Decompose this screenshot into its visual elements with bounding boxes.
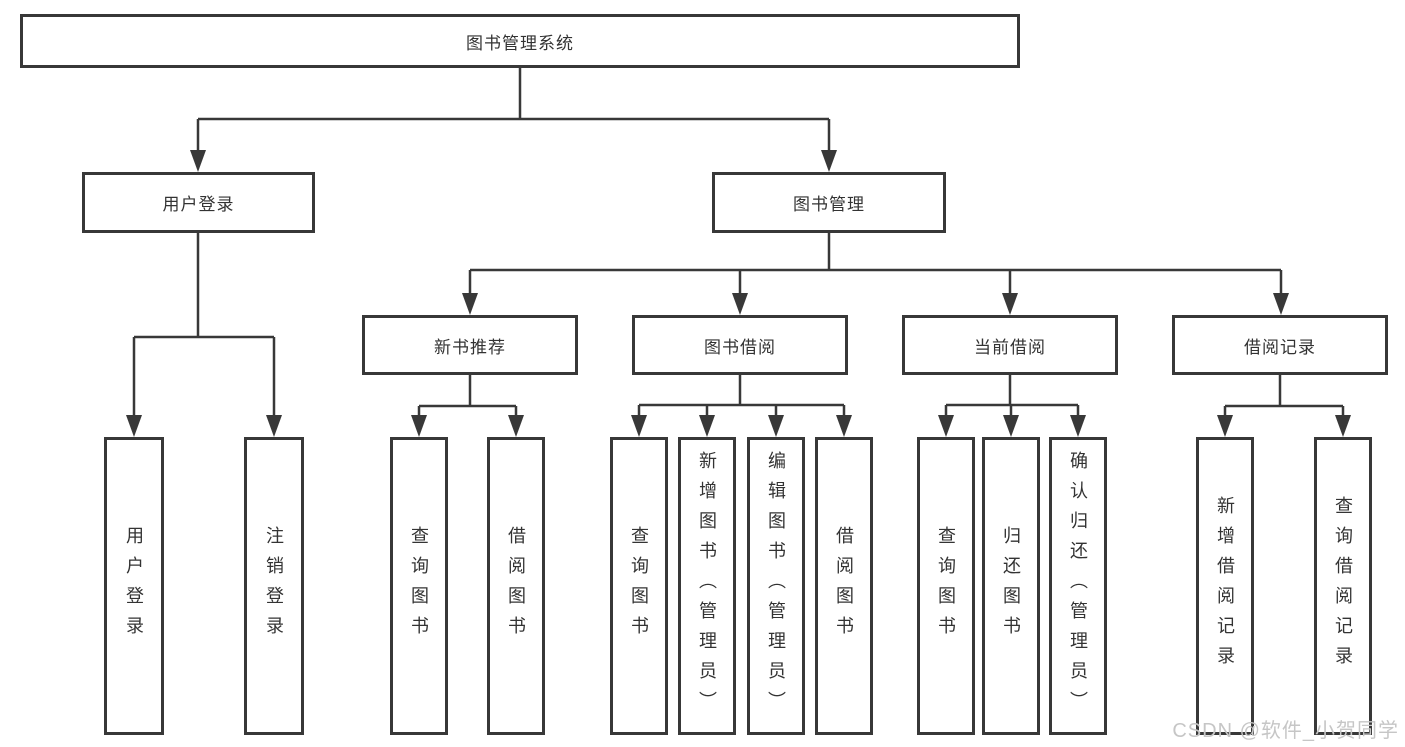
node-label: 图书借阅 [704, 337, 776, 357]
leaf-label: 确认归还（管理员） [1068, 451, 1088, 721]
leaf-label: 编辑图书（管理员） [766, 451, 786, 721]
leaf-add-borrow-record: 新增借阅记录 [1196, 437, 1254, 735]
leaf-label: 新增借阅记录 [1215, 496, 1235, 676]
leaf-borrow-books-recommend: 借阅图书 [487, 437, 545, 735]
leaf-label: 查询图书 [629, 526, 649, 646]
node-label: 借阅记录 [1244, 337, 1316, 357]
leaf-query-books-recommend: 查询图书 [390, 437, 448, 735]
leaf-add-book-admin: 新增图书（管理员） [678, 437, 736, 735]
leaf-edit-book-admin: 编辑图书（管理员） [747, 437, 805, 735]
leaf-borrow-books: 借阅图书 [815, 437, 873, 735]
node-user-login: 用户登录 [82, 172, 315, 233]
node-label: 用户登录 [162, 195, 235, 214]
leaf-label: 查询图书 [409, 526, 429, 646]
leaf-user-login: 用户登录 [104, 437, 164, 735]
node-book-management: 图书管理 [712, 172, 946, 233]
leaf-query-borrow-record: 查询借阅记录 [1314, 437, 1372, 735]
leaf-confirm-return-admin: 确认归还（管理员） [1049, 437, 1107, 735]
leaf-label: 注销登录 [264, 526, 284, 646]
leaf-query-books-current: 查询图书 [917, 437, 975, 735]
node-label: 新书推荐 [434, 337, 506, 357]
node-new-book-recommend: 新书推荐 [362, 315, 578, 375]
node-book-borrow: 图书借阅 [632, 315, 848, 375]
watermark: CSDN @软件_小贺同学 [1172, 720, 1399, 742]
node-current-borrow: 当前借阅 [902, 315, 1118, 375]
leaf-label: 查询借阅记录 [1333, 496, 1353, 676]
node-label: 当前借阅 [974, 337, 1046, 357]
leaf-label: 用户登录 [124, 526, 144, 646]
node-label: 图书管理系统 [466, 33, 574, 53]
leaf-label: 借阅图书 [834, 526, 854, 646]
node-root-system: 图书管理系统 [20, 14, 1020, 68]
leaf-return-book: 归还图书 [982, 437, 1040, 735]
node-borrow-records: 借阅记录 [1172, 315, 1388, 375]
leaf-label: 归还图书 [1001, 526, 1021, 646]
leaf-label: 借阅图书 [506, 526, 526, 646]
leaf-query-books-borrow: 查询图书 [610, 437, 668, 735]
leaf-label: 新增图书（管理员） [697, 451, 717, 721]
leaf-label: 查询图书 [936, 526, 956, 646]
node-label: 图书管理 [793, 195, 865, 214]
leaf-logout: 注销登录 [244, 437, 304, 735]
